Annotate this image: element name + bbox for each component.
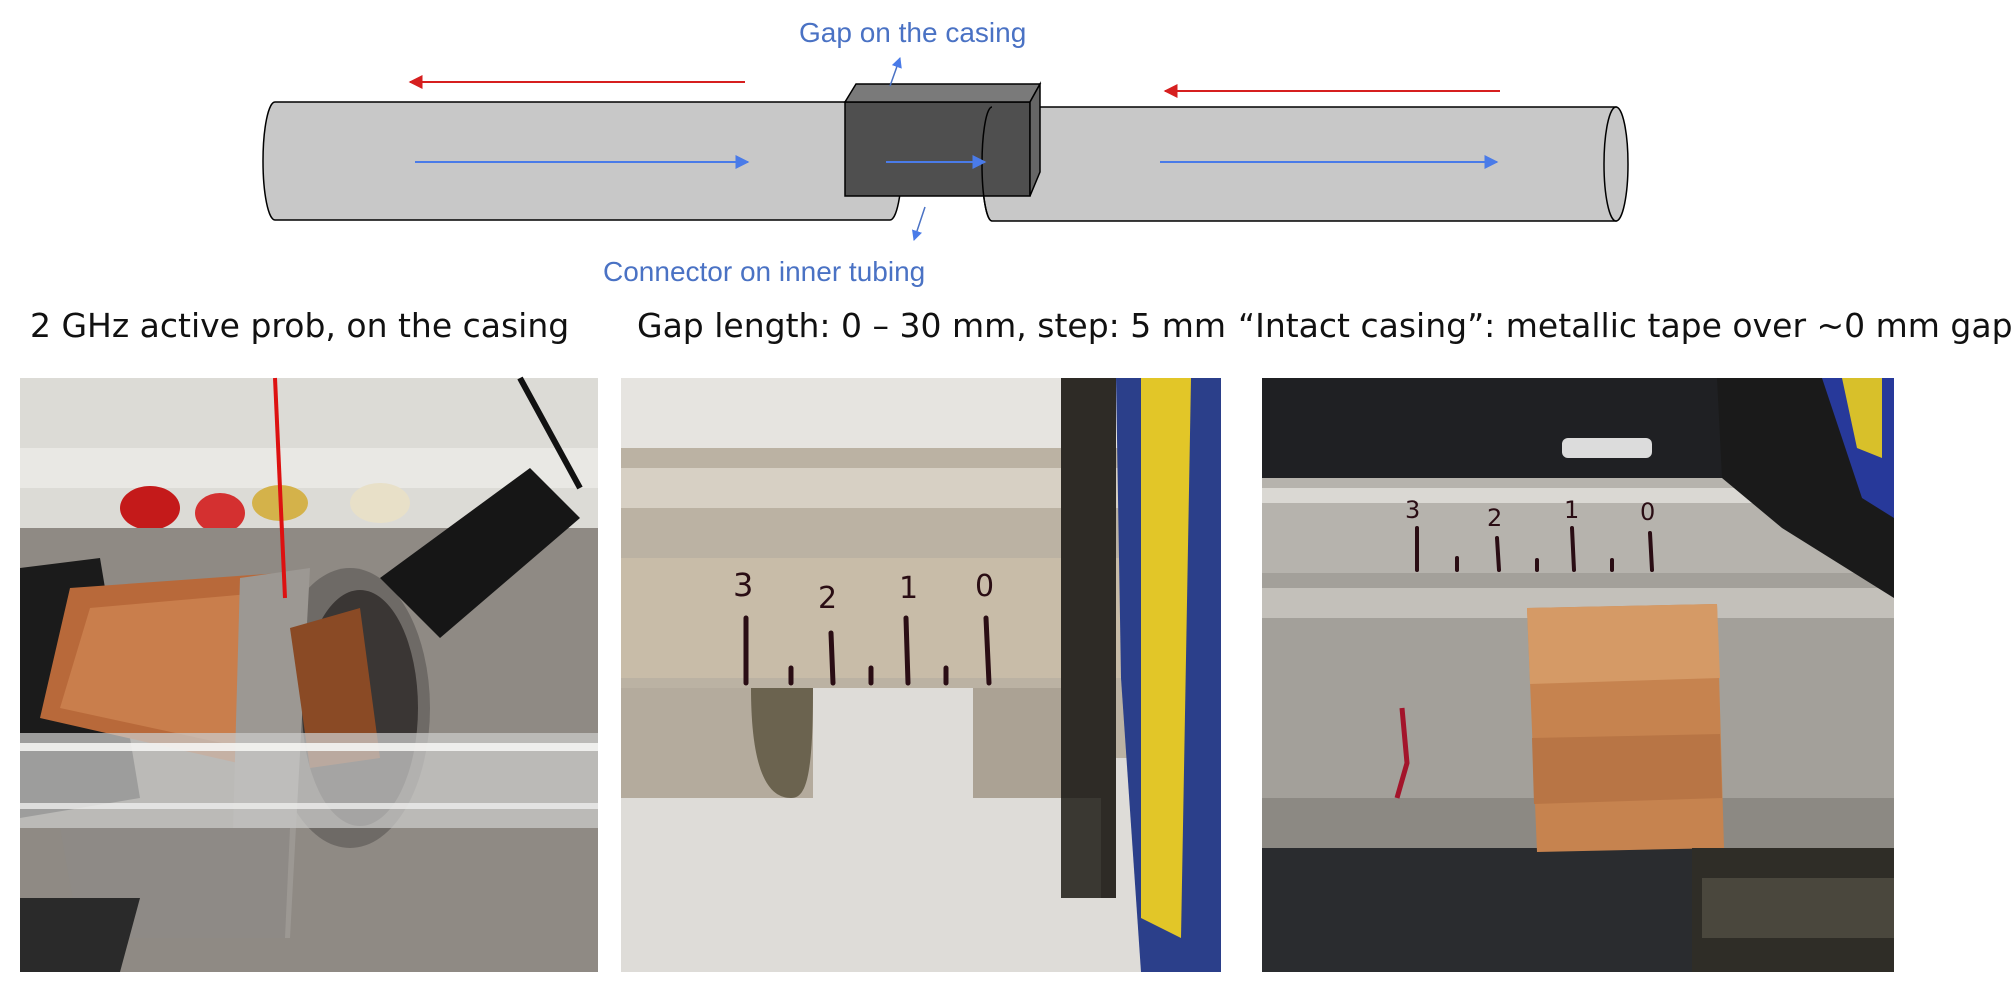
scale-ticks [1415,526,1654,572]
connector-label: Connector on inner tubing [603,256,925,287]
scale-label-2: 2 [818,581,837,616]
pipe-diagram: Gap on the casing Connector on inner tub… [262,17,1629,287]
scale-ticks [743,615,992,686]
gap-pointer [889,57,902,87]
scale-label-0: 0 [975,569,994,604]
connector-pointer [912,206,926,241]
gap-photo: 3 2 1 0 [621,378,1221,972]
connector-block [843,81,1042,197]
scale-label-1: 1 [899,571,918,606]
scale-label-1: 1 [1564,496,1579,524]
caption-probe: 2 GHz active prob, on the casing [30,306,570,345]
probe-photo [20,376,598,972]
gap-label: Gap on the casing [799,17,1026,48]
scale-label-3: 3 [1405,496,1420,524]
right-tube [981,106,1629,222]
caption-intact-casing: “Intact casing”: metallic tape over ~0 m… [1238,306,2013,345]
intact-casing-photo: 3 2 1 0 [1262,378,1894,972]
caption-gap-length: Gap length: 0 – 30 mm, step: 5 mm [637,306,1227,345]
scale-label-0: 0 [1640,498,1655,526]
scale-label-3: 3 [733,566,753,604]
scale-label-2: 2 [1487,504,1502,532]
